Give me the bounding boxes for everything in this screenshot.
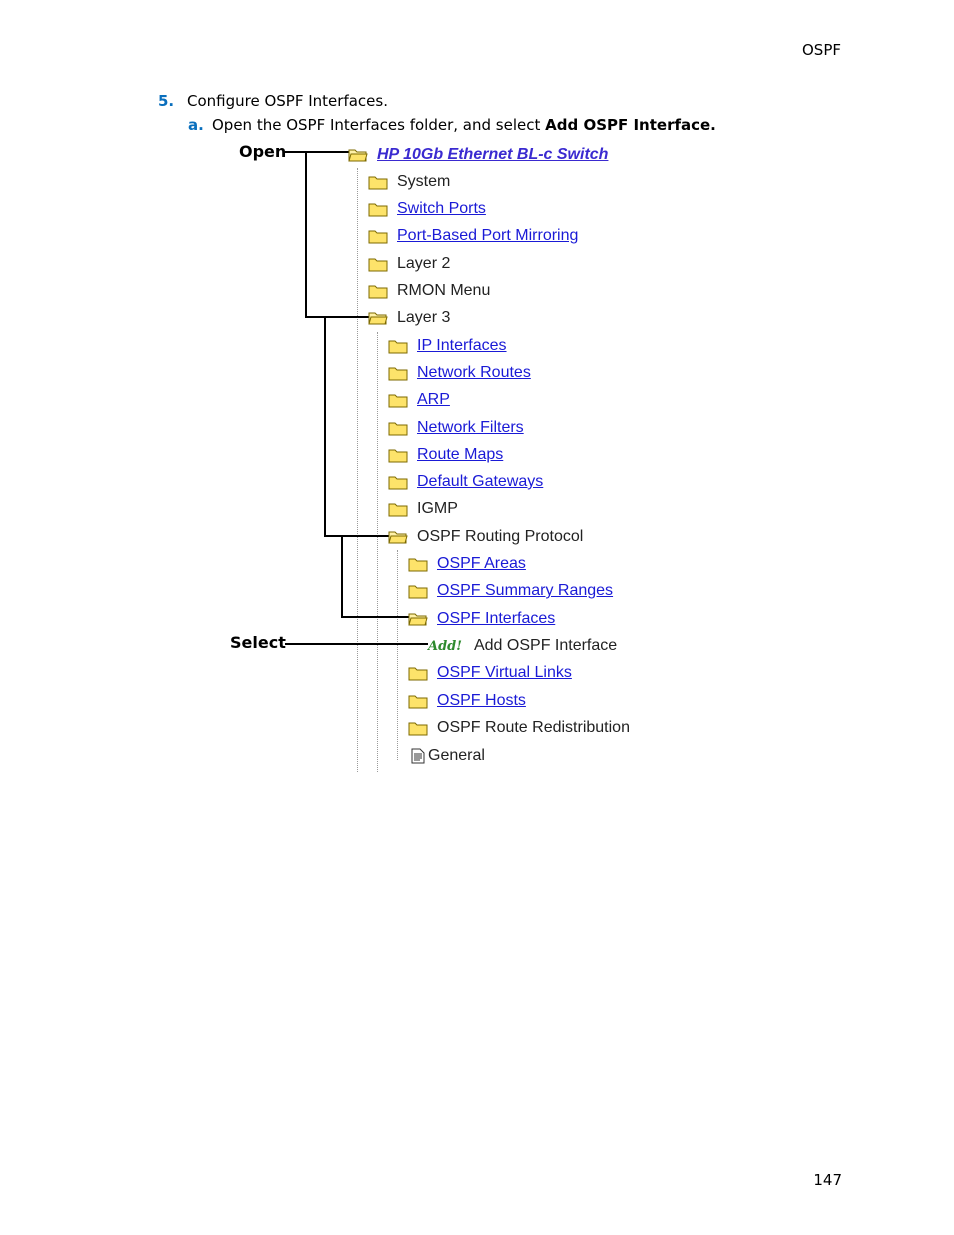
tree-item-label[interactable]: Default Gateways	[417, 473, 544, 490]
tree-item-label[interactable]: Route Maps	[417, 446, 504, 463]
folder-icon	[388, 474, 408, 490]
tree-item-label[interactable]: OSPF Summary Ranges	[437, 582, 614, 599]
folder-open-icon	[408, 611, 428, 627]
tree-item-label: IGMP	[417, 500, 458, 517]
tree-item-port-mirroring[interactable]: Port-Based Port Mirroring	[368, 225, 578, 247]
folder-icon	[388, 365, 408, 381]
tree-item-label[interactable]: Network Filters	[417, 419, 524, 436]
tree-item-system[interactable]: System	[368, 171, 450, 193]
folder-icon	[408, 665, 428, 681]
substep-letter: a.	[188, 116, 204, 134]
open-line-v3	[341, 535, 343, 618]
page-number: 147	[813, 1171, 842, 1189]
tree-item-label[interactable]: Network Routes	[417, 364, 531, 381]
open-callout: Open	[239, 142, 287, 161]
folder-icon	[368, 256, 388, 272]
folder-icon	[368, 228, 388, 244]
tree-item-label[interactable]: IP Interfaces	[417, 337, 507, 354]
tree-item-label: OSPF Routing Protocol	[417, 528, 584, 545]
tree-item-ospf-hosts[interactable]: OSPF Hosts	[408, 690, 526, 712]
running-header: OSPF	[801, 41, 841, 59]
folder-icon	[368, 283, 388, 299]
step-number: 5.	[158, 92, 175, 110]
root-label: HP 10Gb Ethernet BL-c Switch	[377, 146, 609, 163]
tree-item-label[interactable]: OSPF Areas	[437, 555, 526, 572]
folder-open-icon	[348, 147, 368, 163]
tree-item-label: RMON Menu	[397, 282, 491, 299]
tree-item-arp[interactable]: ARP	[388, 389, 450, 411]
tree-item-ospf-routing-protocol[interactable]: OSPF Routing Protocol	[388, 526, 583, 548]
substep-a: a. Open the OSPF Interfaces folder, and s…	[188, 116, 716, 134]
tree-item-network-routes[interactable]: Network Routes	[388, 362, 531, 384]
folder-icon	[408, 720, 428, 736]
open-line-h2	[305, 316, 369, 318]
tree-item-label: System	[397, 173, 451, 190]
open-line-v2	[324, 316, 326, 537]
folder-icon	[368, 201, 388, 217]
tree-item-ospf-virtual-links[interactable]: OSPF Virtual Links	[408, 662, 572, 684]
tree-item-igmp[interactable]: IGMP	[388, 498, 458, 520]
tree-item-label: Layer 3	[397, 309, 451, 326]
folder-open-icon	[388, 529, 408, 545]
tree-item-general[interactable]: General	[410, 745, 485, 767]
folder-icon	[408, 556, 428, 572]
tree-guide	[357, 168, 358, 772]
tree-item-ospf-summary-ranges[interactable]: OSPF Summary Ranges	[408, 580, 613, 602]
folder-icon	[388, 420, 408, 436]
tree-item-label[interactable]: Port-Based Port Mirroring	[397, 227, 579, 244]
tree-item-rmon-menu[interactable]: RMON Menu	[368, 280, 490, 302]
tree-item-switch-ports[interactable]: Switch Ports	[368, 198, 486, 220]
open-line-h4	[341, 616, 409, 618]
tree-item-ospf-route-redistribution[interactable]: OSPF Route Redistribution	[408, 717, 630, 739]
tree-guide	[377, 332, 378, 772]
folder-icon	[408, 583, 428, 599]
folder-icon	[388, 338, 408, 354]
tree-item-label[interactable]: OSPF Hosts	[437, 692, 526, 709]
tree-item-label: General	[428, 747, 485, 764]
substep-bold: Add OSPF Interface.	[545, 116, 716, 134]
tree-item-label: Layer 2	[397, 255, 451, 272]
open-line-h3	[324, 535, 389, 537]
tree-item-layer-2[interactable]: Layer 2	[368, 253, 450, 275]
folder-icon	[388, 501, 408, 517]
add-badge-icon: Add!	[428, 638, 462, 654]
tree-root[interactable]: HP 10Gb Ethernet BL-c Switch	[348, 144, 608, 166]
tree-item-label: OSPF Route Redistribution	[437, 719, 630, 736]
tree-item-label[interactable]: Add OSPF Interface	[473, 637, 618, 654]
tree-item-ospf-interfaces[interactable]: OSPF Interfaces	[408, 608, 555, 630]
open-line-h	[285, 151, 349, 153]
tree-item-network-filters[interactable]: Network Filters	[388, 417, 524, 439]
tree-guide	[397, 550, 398, 760]
step-5: 5. Configure OSPF Interfaces.	[158, 92, 388, 110]
open-line-v1	[305, 151, 307, 318]
select-line	[285, 643, 428, 645]
tree-item-label[interactable]: OSPF Virtual Links	[437, 664, 572, 681]
step-text: Configure OSPF Interfaces.	[187, 92, 388, 110]
tree-item-layer-3[interactable]: Layer 3	[368, 307, 450, 329]
document-icon	[410, 748, 426, 764]
tree-item-add-ospf-interface[interactable]: Add! Add OSPF Interface	[428, 635, 617, 657]
tree-item-label[interactable]: OSPF Interfaces	[437, 610, 556, 627]
folder-icon	[388, 447, 408, 463]
folder-icon	[408, 693, 428, 709]
select-callout: Select	[230, 633, 286, 652]
tree-item-label[interactable]: Switch Ports	[397, 200, 486, 217]
substep-text: Open the OSPF Interfaces folder, and sel…	[212, 116, 546, 134]
tree-item-label[interactable]: ARP	[417, 391, 450, 408]
tree-item-default-gateways[interactable]: Default Gateways	[388, 471, 543, 493]
folder-icon	[388, 392, 408, 408]
tree-item-ip-interfaces[interactable]: IP Interfaces	[388, 335, 507, 357]
folder-icon	[368, 174, 388, 190]
tree-item-route-maps[interactable]: Route Maps	[388, 444, 503, 466]
tree-item-ospf-areas[interactable]: OSPF Areas	[408, 553, 526, 575]
folder-open-icon	[368, 310, 388, 326]
